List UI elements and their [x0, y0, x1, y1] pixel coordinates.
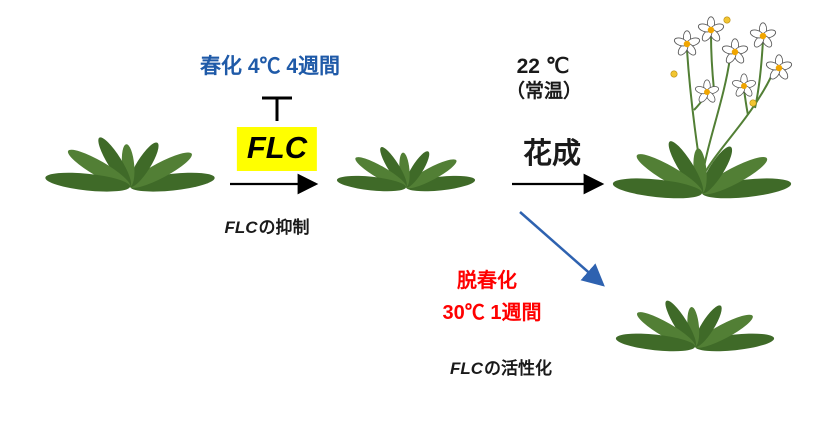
flc-suppression-label: FLCの抑制 — [224, 218, 310, 238]
flowering-plant-rosette-icon — [611, 137, 793, 202]
flc-gene-text: FLC — [449, 359, 484, 378]
inhibition-t-bar-icon — [262, 96, 292, 121]
flowering-label: 花成 — [522, 138, 582, 170]
flower-icon — [720, 38, 750, 66]
activation-suffix-text: の活性化 — [484, 359, 553, 378]
rosette-plant-bottom-icon — [615, 297, 775, 355]
suppression-suffix-text: の抑制 — [258, 218, 310, 237]
temperature-22-label: 22 ℃ — [516, 55, 570, 78]
rosette-plant-middle-icon — [336, 144, 476, 194]
flc-gene-label: FLC — [236, 127, 318, 171]
temperature-30-label: 30℃ 1週間 — [442, 302, 542, 324]
devernalization-arrow — [519, 211, 605, 287]
rosette-plant-left-icon — [44, 133, 216, 195]
flower-icon — [693, 79, 721, 105]
flc-activation-label: FLCの活性化 — [449, 359, 553, 379]
flower-bud-icon — [749, 99, 757, 107]
flower-bud-icon — [670, 70, 678, 78]
flower-icon — [764, 54, 794, 82]
flower-bud-icon — [723, 16, 731, 24]
normal-temp-label: （常温） — [505, 81, 583, 102]
vernalization-label: 春化 4℃ 4週間 — [199, 55, 341, 78]
devernalization-label: 脱春化 — [457, 270, 517, 292]
flowering-plant-icon — [611, 16, 794, 202]
flc-gene-text: FLC — [224, 218, 258, 237]
